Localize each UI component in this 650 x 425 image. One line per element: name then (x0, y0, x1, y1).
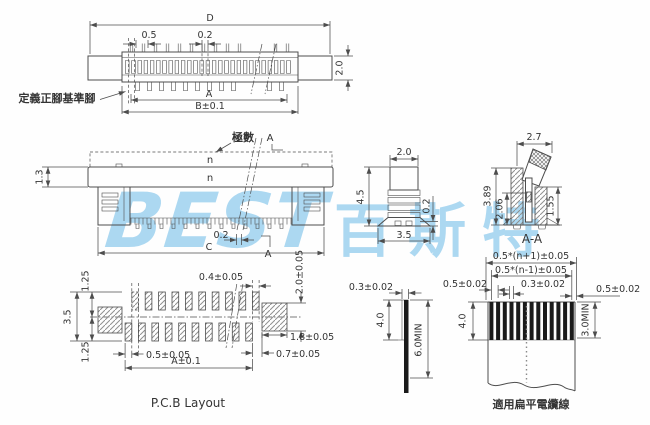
cable-break-edge (487, 381, 576, 392)
pin1-definition-label: 定義正腳基準腳 (19, 91, 96, 105)
dim-pcb-35-label: 3.5 (63, 309, 74, 324)
dim-pcb-05-label: 0.5±0.05 (146, 350, 190, 361)
contact-comb (130, 218, 292, 229)
section-letter-bottom: A (265, 249, 272, 260)
dim-cf-30-label: 3.0MIN (581, 303, 592, 336)
left-wall (510, 167, 524, 226)
pin-row-top (129, 43, 290, 52)
dim-b-label: B±0.1 (195, 101, 225, 112)
top-view: D 0.5 0.2 A B±0.1 (19, 13, 353, 115)
dim-02-label: 0.2 (213, 230, 228, 241)
right-flange (297, 55, 333, 81)
dim-pcb-04-label: 0.4±0.05 (199, 272, 243, 283)
dim-contact-label: 0.2 (197, 30, 212, 41)
cable-front-view: 0.5*(n+1)±0.05 0.5*(n-1)±0.05 0.5±0.02 0… (443, 251, 640, 411)
section-letter-top: A (267, 133, 274, 144)
dim-aa-w-label: 2.7 (526, 132, 541, 143)
contact-band (125, 60, 291, 74)
dim-13-label: 1.3 (35, 169, 46, 184)
dim-a-label: A (206, 89, 213, 100)
cable-n-label: n (207, 155, 213, 166)
dim-pcb-125b-label: 1.25 (81, 341, 92, 362)
dim-cf-nm1-label: 0.5*(n-1)±0.05 (495, 265, 567, 276)
dim-cf-05l-label: 0.5±0.02 (443, 279, 487, 290)
dim-sec-top-label: 2.0 (396, 147, 411, 158)
dim-pitch-label: 0.5 (141, 30, 156, 41)
pcb-pads-top (131, 291, 260, 311)
cable-view-title: 適用扁平電纜線 (493, 397, 570, 411)
dim-aa-h3-label: 1.55 (546, 195, 557, 216)
dim-sec-w-label: 3.5 (396, 230, 411, 241)
front-view: n n 極數 A A (35, 130, 334, 260)
dim-cs-40-label: 4.0 (376, 312, 387, 327)
dim-cf-03-label: 0.3±0.02 (521, 279, 565, 290)
dim-d-label: D (206, 13, 213, 24)
dim-aa-h2-label: 2.06 (495, 198, 506, 219)
dim-aa-h1-label: 3.89 (483, 185, 494, 206)
dim-pcb-a-label: A±0.1 (171, 356, 201, 367)
dim-c-label: C (206, 242, 213, 253)
dim-pcb-18-label: 1.8±0.05 (290, 332, 334, 343)
dim-cf-np1-label: 0.5*(n+1)±0.05 (493, 251, 569, 262)
dim-cs-t-label: 0.3±0.02 (349, 282, 393, 293)
aa-view-title: A-A (522, 232, 543, 246)
dim-pcb-20-label: 2.0±0.05 (295, 250, 306, 294)
aa-detail-view: 2.7 3.89 2.06 1.55 A-A (483, 132, 562, 246)
side-section-view: 2.0 4.5 0.2 3.5 (356, 147, 438, 244)
dim-cs-60-label: 6.0MIN (414, 323, 425, 356)
dim-sec-foot-label: 0.2 (422, 198, 433, 213)
dim-cf-05r-label: 0.5±0.02 (596, 284, 640, 295)
housing-front (87, 166, 334, 188)
pcb-layout-view: 3.5 1.25 1.25 0.4±0.05 2.0±0.05 1.8±0.05 (63, 250, 335, 410)
pcb-anchor-pad-right (261, 302, 288, 332)
pcb-view-title: P.C.B Layout (151, 396, 226, 410)
body-n-label: n (207, 173, 213, 184)
dim-cf-40-label: 4.0 (458, 313, 469, 328)
cable-side-view: 0.3±0.02 4.0 6.0MIN (349, 282, 433, 393)
cable-outline-dashed (89, 151, 333, 168)
housing-body (121, 51, 299, 83)
dim-height-label: 2.0 (335, 60, 346, 75)
poles-label: 極數 (231, 130, 254, 144)
pcb-pads-bottom (124, 322, 253, 342)
dim-sec-h-label: 4.5 (356, 189, 367, 204)
dim-pcb-07-label: 0.7±0.05 (276, 349, 320, 360)
pcb-anchor-pad-left (97, 306, 123, 334)
left-flange (87, 55, 123, 81)
dim-pcb-125t-label: 1.25 (81, 270, 92, 291)
cable-stiffener (404, 300, 409, 393)
cable-conductors (489, 302, 574, 340)
pin-row-bottom (135, 82, 284, 91)
